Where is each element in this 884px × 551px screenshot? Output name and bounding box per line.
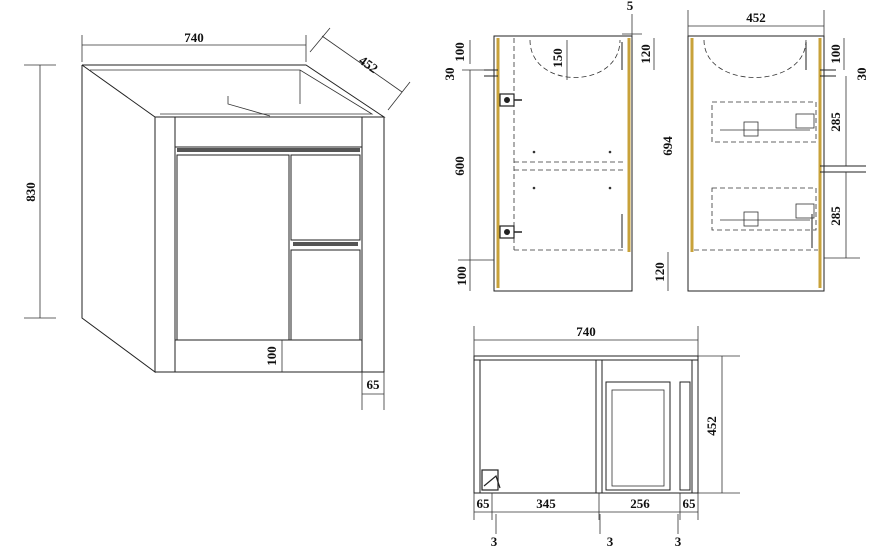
dim-base-right: 120 bbox=[652, 262, 667, 282]
iso-basin-divider bbox=[227, 96, 271, 117]
hinge-top-icon bbox=[499, 93, 522, 107]
dim-basin-depth: 150 bbox=[550, 48, 565, 68]
dim-right-top-rail: 100 bbox=[828, 44, 843, 64]
section-left-dot-d bbox=[608, 186, 612, 190]
iso-rail-shadow bbox=[177, 148, 360, 152]
section-left-dot-a bbox=[532, 150, 536, 154]
plan-drawer-frame bbox=[605, 381, 671, 491]
iso-dim-depth: 452 bbox=[356, 53, 381, 76]
plan-dim-width: 740 bbox=[576, 324, 596, 339]
plan-gap-1: 3 bbox=[491, 534, 498, 549]
dim-base: 100 bbox=[454, 266, 469, 286]
iso-dim-width: 740 bbox=[184, 30, 204, 45]
dim-door-height: 600 bbox=[452, 156, 467, 176]
section-right-outline bbox=[687, 35, 825, 292]
iso-dim-plinth: 100 bbox=[264, 346, 279, 366]
plan-outline bbox=[473, 355, 699, 494]
iso-dim-depth-ext-a bbox=[309, 27, 331, 53]
plan-view: 740 452 65 345 256 65 3 3 3 bbox=[473, 324, 740, 549]
iso-left-side bbox=[81, 65, 156, 373]
section-right-basin bbox=[703, 39, 807, 78]
iso-door bbox=[176, 154, 290, 341]
plan-gap-2: 3 bbox=[607, 534, 614, 549]
iso-drawer-upper bbox=[290, 154, 361, 241]
section-left-outline bbox=[493, 35, 633, 292]
plan-hinge-icon bbox=[481, 469, 501, 491]
plan-dim-depth: 452 bbox=[704, 416, 719, 436]
iso-front-frame bbox=[154, 116, 385, 373]
dim-right-rail-thick: 30 bbox=[854, 68, 869, 81]
iso-drawer-gap bbox=[293, 242, 358, 246]
section-left-dot-c bbox=[532, 186, 536, 190]
plan-gap-3: 3 bbox=[675, 534, 682, 549]
hinge-bottom-icon bbox=[499, 225, 522, 239]
plan-dim-side-left: 65 bbox=[477, 496, 491, 511]
drawer-box-lower bbox=[711, 187, 817, 231]
dim-upper-clear: 120 bbox=[638, 44, 653, 64]
section-left-basin bbox=[529, 39, 621, 78]
plan-drawer-inner bbox=[611, 389, 665, 487]
dim-right-drawer-upper: 285 bbox=[828, 112, 843, 132]
iso-top-rim bbox=[81, 64, 386, 118]
plan-dim-left-bay: 345 bbox=[536, 496, 556, 511]
dim-inner-height: 694 bbox=[660, 136, 675, 156]
dim-top-rail: 100 bbox=[452, 42, 467, 62]
dim-top-gap: 5 bbox=[627, 0, 634, 13]
isometric-cabinet-view: 740 452 830 100 65 bbox=[23, 27, 411, 410]
plan-drawer-runner bbox=[679, 381, 691, 491]
section-view-right: 452 100 30 285 285 bbox=[687, 10, 869, 292]
section-view-left: 5 100 30 150 120 600 694 100 120 bbox=[442, 0, 675, 292]
iso-dim-side: 65 bbox=[367, 377, 381, 392]
iso-drawer-lower bbox=[290, 249, 361, 341]
iso-dim-depth-line bbox=[321, 35, 403, 93]
iso-dim-depth-ext-b bbox=[387, 81, 411, 111]
drawer-box-upper bbox=[711, 101, 817, 143]
dim-right-drawer-lower: 285 bbox=[828, 206, 843, 226]
dim-rail-thick: 30 bbox=[442, 68, 457, 81]
plan-dim-side-right: 65 bbox=[683, 496, 697, 511]
section-left-dot-b bbox=[608, 150, 612, 154]
plan-dim-right-bay: 256 bbox=[630, 496, 650, 511]
dim-right-depth: 452 bbox=[746, 10, 766, 25]
iso-top-inner bbox=[90, 69, 374, 115]
iso-dim-height: 830 bbox=[23, 182, 38, 202]
